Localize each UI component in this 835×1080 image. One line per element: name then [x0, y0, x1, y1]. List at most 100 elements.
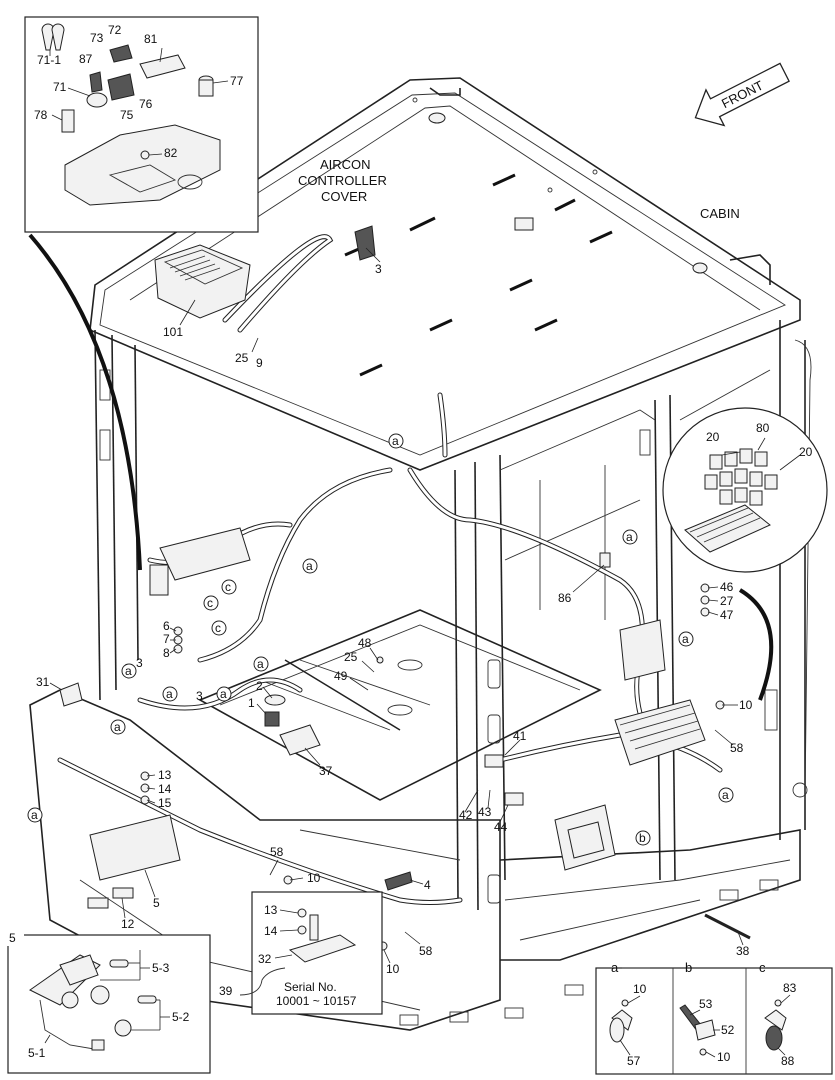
marker-c-2: c: [203, 595, 219, 611]
pedal-title-text: 5: [9, 931, 16, 945]
callout-38: 38: [736, 944, 750, 958]
svg-text:a: a: [626, 530, 633, 544]
callout-10-right: 10: [739, 698, 753, 712]
svg-text:a: a: [220, 687, 227, 701]
svg-text:a: a: [125, 664, 132, 678]
svg-text:c: c: [225, 580, 231, 594]
inset-dash-panel: 71-1 73 72 81 87 71 76 75 77 78 82: [24, 16, 259, 233]
callout-25: 25: [235, 351, 249, 365]
callout-1: 1: [248, 696, 255, 710]
aircon-title-line3: COVER: [321, 189, 367, 204]
marker-a-11: a: [718, 787, 734, 803]
circle-markers: a a a a a a a a a a a b c c c: [27, 433, 734, 846]
marker-a-2: a: [302, 558, 318, 574]
callout-27: 27: [720, 594, 734, 608]
marker-a-10: a: [27, 807, 43, 823]
detail-a-title: a: [611, 960, 619, 975]
callout-39: 39: [219, 984, 233, 998]
inset-label-78: 78: [34, 108, 48, 122]
aircon-title-line1: AIRCON: [320, 157, 371, 172]
svg-text:a: a: [392, 434, 399, 448]
detail-c-label-88: 88: [781, 1054, 795, 1068]
inset-label-72: 72: [108, 23, 122, 37]
marker-a-8: a: [216, 686, 232, 702]
callout-9: 9: [256, 356, 263, 370]
callout-31: 31: [36, 675, 50, 689]
detail-views: a b c 10 57 53 52 10 83 88: [595, 960, 833, 1075]
marker-a-6: a: [121, 663, 137, 679]
callout-14: 14: [158, 782, 172, 796]
inset-label-82: 82: [164, 146, 178, 160]
callout-3: 3: [375, 262, 382, 276]
callout-5: 5: [153, 896, 160, 910]
svg-text:a: a: [257, 657, 264, 671]
inset-pedal: 5 5 5-3 5-2 5-1: [4, 930, 211, 1074]
callout-15: 15: [158, 796, 172, 810]
callout-86: 86: [558, 591, 572, 605]
detail-b-label-52: 52: [721, 1023, 735, 1037]
pedal-label-5-2: 5-2: [172, 1010, 190, 1024]
svg-text:a: a: [306, 559, 313, 573]
callout-44: 44: [494, 820, 508, 834]
serial-label-13: 13: [264, 903, 278, 917]
svg-text:b: b: [639, 831, 646, 845]
callout-3-b: 3: [136, 656, 143, 670]
callout-49: 49: [334, 669, 348, 683]
callout-58-right: 58: [730, 741, 744, 755]
serial-line1: Serial No.: [284, 980, 337, 994]
callout-10-front: 10: [307, 871, 321, 885]
detail-a-label-10: 10: [633, 982, 647, 996]
inset-serial: 13 14 32 Serial No. 10001 ~ 10157: [239, 891, 383, 1015]
marker-a-7: a: [162, 686, 178, 702]
serial-line2: 10001 ~ 10157: [276, 994, 357, 1008]
callout-10-bottom: 10: [386, 962, 400, 976]
serial-label-14: 14: [264, 924, 278, 938]
detail-c-label-83: 83: [783, 981, 797, 995]
inset-label-76: 76: [139, 97, 153, 111]
svg-text:a: a: [722, 788, 729, 802]
callout-48: 48: [358, 636, 372, 650]
callout-46: 46: [720, 580, 734, 594]
detail-b-label-53: 53: [699, 997, 713, 1011]
callout-43: 43: [478, 805, 492, 819]
aircon-title-line2: CONTROLLER: [298, 173, 387, 188]
inset-label-71: 71: [53, 80, 67, 94]
inset-label-71-1: 71-1: [37, 53, 61, 67]
marker-a-5: a: [253, 656, 269, 672]
callout-6: 6: [163, 619, 170, 633]
callout-41: 41: [513, 729, 527, 743]
detail-a-label-57: 57: [627, 1054, 641, 1068]
marker-a-1: a: [388, 433, 404, 449]
detail-b-title: b: [685, 960, 692, 975]
svg-text:c: c: [207, 596, 213, 610]
callout-58-bottom: 58: [419, 944, 433, 958]
marker-b-1: b: [635, 830, 651, 846]
svg-text:a: a: [166, 687, 173, 701]
detail-b-label-10: 10: [717, 1050, 731, 1064]
callout-13: 13: [158, 768, 172, 782]
callout-12: 12: [121, 917, 135, 931]
callout-58-front: 58: [270, 845, 284, 859]
front-arrow: FRONT: [694, 62, 790, 127]
leader-lines: [49, 247, 801, 964]
callout-4: 4: [424, 878, 431, 892]
serial-label-32: 32: [258, 952, 272, 966]
svg-text:a: a: [682, 632, 689, 646]
svg-text:a: a: [31, 808, 38, 822]
callout-101: 101: [163, 325, 183, 339]
callout-7: 7: [163, 632, 170, 646]
wiring-harnesses: [28, 233, 774, 905]
callout-labels: 3 101 25 9 80 20 20 86 46 27 47 6 7 8 48…: [36, 262, 813, 998]
inset-label-77: 77: [230, 74, 244, 88]
cabin-title: CABIN: [700, 206, 740, 221]
components: [59, 225, 828, 951]
titles: AIRCON CONTROLLER COVER CABIN FRONT: [298, 62, 790, 221]
pedal-label-5-3: 5-3: [152, 961, 170, 975]
detail-c-title: c: [759, 960, 766, 975]
marker-a-4: a: [678, 631, 694, 647]
callout-20-right: 20: [799, 445, 813, 459]
callout-42: 42: [459, 808, 473, 822]
marker-a-9: a: [110, 719, 126, 735]
inset-label-75: 75: [120, 108, 134, 122]
